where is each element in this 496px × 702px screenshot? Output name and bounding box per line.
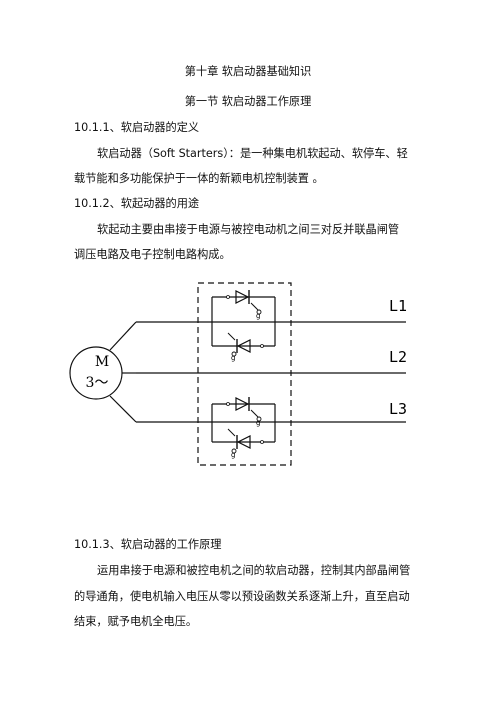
- paragraph-2-line-2: 调压电路及电子控制电路构成。: [74, 248, 231, 261]
- motor-lead-l3: [109, 395, 137, 423]
- thyristor-reverse: [236, 435, 251, 449]
- paragraph-1-line-1: 软启动器（Soft Starters）：是一种集电机软起动、软停车、轻: [97, 147, 408, 160]
- phase-label-l2: L2: [389, 348, 407, 366]
- gate-label: g: [231, 354, 235, 362]
- paragraph-3-line-2: 的导通角，使电机输入电压从零以预设函数关系逐渐上升，直至启动: [74, 590, 410, 603]
- heading-10-1-1: 10.1.1、软启动器的定义: [74, 121, 200, 134]
- thyristor-pair-l1: [211, 290, 276, 357]
- motor-label-phase: 3～: [86, 375, 109, 391]
- gate-label: g: [231, 451, 235, 459]
- phase-label-l1: L1: [389, 297, 407, 315]
- gate-label: g: [256, 419, 260, 427]
- heading-10-1-2: 10.1.2、软起动器的用途: [74, 197, 200, 210]
- thyristor-forward: [235, 290, 250, 304]
- section-title: 第一节 软启动器工作原理: [184, 95, 312, 108]
- gate-label: g: [256, 312, 260, 320]
- paragraph-2-line-1: 软起动主要由串接于电源与被控电动机之间三对反并联晶闸管: [97, 223, 400, 236]
- paragraph-3-line-1: 运用串接于电源和被控电机之间的软启动器，控制其内部晶闸管: [97, 564, 411, 577]
- paragraph-3-line-3: 结束，赋予电机全电压。: [74, 615, 198, 628]
- thyristor-pair-l3: [211, 397, 276, 454]
- chapter-title: 第十章 软启动器基础知识: [184, 65, 312, 78]
- paragraph-1-line-2: 载节能和多功能保护于一体的新颖电机控制装置 。: [74, 172, 324, 185]
- phase-label-l3: L3: [389, 400, 407, 418]
- heading-10-1-3: 10.1.3、软启动器的工作原理: [74, 538, 222, 551]
- motor-lead-l1: [109, 321, 137, 351]
- thyristor-forward: [235, 397, 250, 411]
- motor-label-m: M: [95, 354, 109, 370]
- thyristor-enclosure: [197, 282, 292, 466]
- thyristor-reverse: [236, 339, 251, 353]
